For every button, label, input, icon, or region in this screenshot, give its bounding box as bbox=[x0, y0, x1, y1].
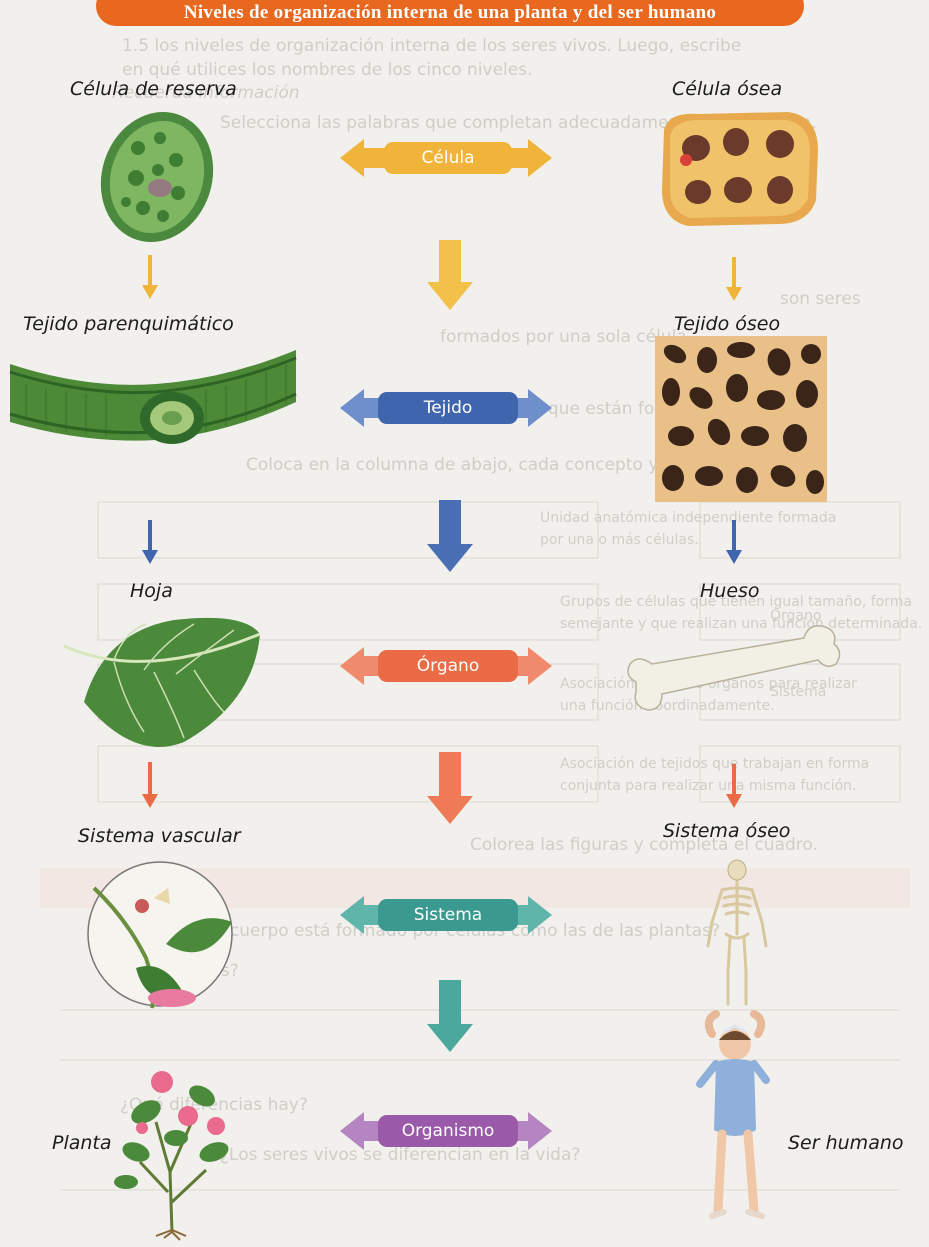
girl-dancer-illustration bbox=[690, 1010, 780, 1246]
ghost-line: en qué utilices los nombres de los cinco… bbox=[122, 60, 532, 80]
down-arrow-human-1 bbox=[726, 257, 742, 301]
ghost-line: conjunta para realizar una misma función… bbox=[560, 778, 857, 794]
label-tejido-oseo: Tejido óseo bbox=[674, 313, 780, 335]
label-sistema-oseo: Sistema óseo bbox=[663, 820, 790, 842]
bone-cell-illustration bbox=[658, 110, 822, 228]
label-celula-de-reserva: Célula de reserva bbox=[70, 78, 237, 100]
level-label: Célula bbox=[422, 148, 475, 168]
ghost-line: son seres bbox=[780, 289, 861, 309]
label-ser-humano: Ser humano bbox=[788, 1132, 904, 1154]
leaf-illustration bbox=[64, 612, 264, 756]
label-hoja: Hoja bbox=[130, 580, 173, 602]
bone-tissue-illustration bbox=[655, 336, 827, 502]
down-arrow-center-3 bbox=[427, 752, 473, 824]
label-tejido-parenquimatico: Tejido parenquimático bbox=[23, 313, 234, 335]
ghost-line: 1.5 los niveles de organización interna … bbox=[122, 36, 741, 56]
level-pill-sistema: Sistema bbox=[378, 899, 518, 931]
plant-reserve-cell-illustration bbox=[98, 108, 216, 246]
down-arrow-plant-1 bbox=[142, 255, 158, 299]
level-label: Organismo bbox=[402, 1121, 495, 1141]
level-pill-organismo: Organismo bbox=[378, 1115, 518, 1147]
plant-parenchyma-tissue-illustration bbox=[6, 344, 298, 464]
down-arrow-center-4 bbox=[427, 980, 473, 1052]
label-celula-osea: Célula ósea bbox=[672, 78, 782, 100]
page-title: Niveles de organización interna de una p… bbox=[184, 2, 716, 23]
label-sistema-vascular: Sistema vascular bbox=[78, 825, 241, 847]
label-planta: Planta bbox=[52, 1132, 112, 1154]
down-arrow-center-2 bbox=[427, 500, 473, 572]
level-label: Tejido bbox=[424, 398, 473, 418]
plant-vascular-system-illustration bbox=[86, 858, 234, 1010]
down-arrow-center-1 bbox=[427, 240, 473, 310]
level-pill-organo: Órgano bbox=[378, 650, 518, 682]
rose-plant-illustration bbox=[106, 1052, 246, 1242]
level-pill-celula: Célula bbox=[384, 142, 512, 174]
level-label: Órgano bbox=[417, 656, 479, 676]
ghost-line: Unidad anatómica independiente formada bbox=[540, 510, 836, 526]
label-hueso: Hueso bbox=[700, 580, 760, 602]
bone-femur-illustration bbox=[622, 620, 848, 720]
ghost-line: por una o más células. bbox=[540, 532, 699, 548]
down-arrow-human-3 bbox=[726, 764, 742, 808]
level-label: Sistema bbox=[414, 905, 482, 925]
skeleton-illustration bbox=[702, 860, 772, 1010]
ghost-line: Asociación de tejidos que trabajan en fo… bbox=[560, 756, 869, 772]
down-arrow-plant-2 bbox=[142, 520, 158, 564]
down-arrow-human-2 bbox=[726, 520, 742, 564]
page-title-banner: Niveles de organización interna de una p… bbox=[96, 0, 804, 26]
down-arrow-plant-3 bbox=[142, 762, 158, 808]
level-pill-tejido: Tejido bbox=[378, 392, 518, 424]
